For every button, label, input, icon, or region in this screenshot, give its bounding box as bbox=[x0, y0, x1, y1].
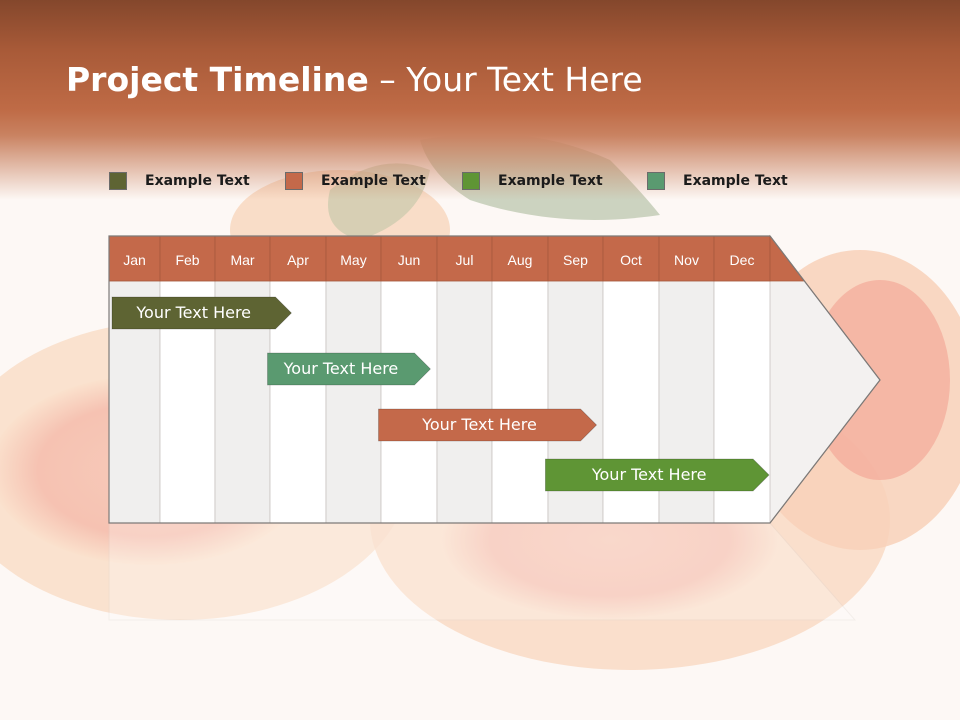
month-label-apr: Apr bbox=[287, 252, 309, 268]
month-header-apr bbox=[269, 235, 327, 282]
timeline-reflection bbox=[108, 522, 857, 621]
month-header-jan bbox=[108, 235, 161, 282]
month-label-mar: Mar bbox=[230, 252, 254, 268]
month-label-feb: Feb bbox=[175, 252, 199, 268]
legend-label-4: Example Text bbox=[683, 173, 788, 189]
month-label-oct: Oct bbox=[620, 252, 642, 268]
month-column-may bbox=[325, 280, 382, 524]
title-bold: Project Timeline bbox=[66, 60, 369, 99]
task-bar-label-1: Your Text Here bbox=[136, 303, 252, 322]
task-bar-2 bbox=[267, 352, 431, 386]
legend-swatch-4 bbox=[647, 172, 665, 190]
legend-item-3: Example Text bbox=[462, 171, 603, 191]
legend-swatch-3 bbox=[462, 172, 480, 190]
legend-swatch-1 bbox=[109, 172, 127, 190]
month-label-nov: Nov bbox=[674, 252, 699, 268]
month-label-jan: Jan bbox=[123, 252, 146, 268]
page-title: Project Timeline – Your Text Here bbox=[66, 60, 643, 99]
legend-swatch-2 bbox=[285, 172, 303, 190]
title-rest: – Your Text Here bbox=[368, 60, 643, 99]
task-bar-label-2: Your Text Here bbox=[283, 359, 399, 378]
month-header-nov bbox=[658, 235, 715, 282]
month-column-aug bbox=[491, 280, 549, 524]
month-label-may: May bbox=[340, 252, 366, 268]
task-bar-3 bbox=[378, 408, 598, 442]
timeline-outline bbox=[108, 235, 881, 524]
month-label-dec: Dec bbox=[730, 252, 755, 268]
task-bar-1 bbox=[111, 296, 292, 330]
title-banner bbox=[0, 0, 960, 200]
task-bar-label-4: Your Text Here bbox=[591, 465, 707, 484]
legend-label-3: Example Text bbox=[498, 173, 603, 189]
legend-label-1: Example Text bbox=[145, 173, 250, 189]
task-bar-4 bbox=[545, 458, 770, 492]
month-column-jul bbox=[436, 280, 493, 524]
legend-label-2: Example Text bbox=[321, 173, 426, 189]
month-label-jun: Jun bbox=[398, 252, 421, 268]
legend-item-2: Example Text bbox=[285, 171, 426, 191]
month-label-jul: Jul bbox=[456, 252, 474, 268]
legend-item-4: Example Text bbox=[647, 171, 788, 191]
month-header-oct bbox=[602, 235, 660, 282]
legend-item-1: Example Text bbox=[109, 171, 250, 191]
month-label-aug: Aug bbox=[508, 252, 533, 268]
task-bar-label-3: Your Text Here bbox=[422, 415, 537, 434]
month-column-jun bbox=[380, 280, 438, 524]
month-label-sep: Sep bbox=[563, 252, 588, 268]
month-header-sep bbox=[547, 235, 604, 282]
month-header-jul bbox=[436, 235, 493, 282]
month-header-dec bbox=[713, 235, 771, 282]
